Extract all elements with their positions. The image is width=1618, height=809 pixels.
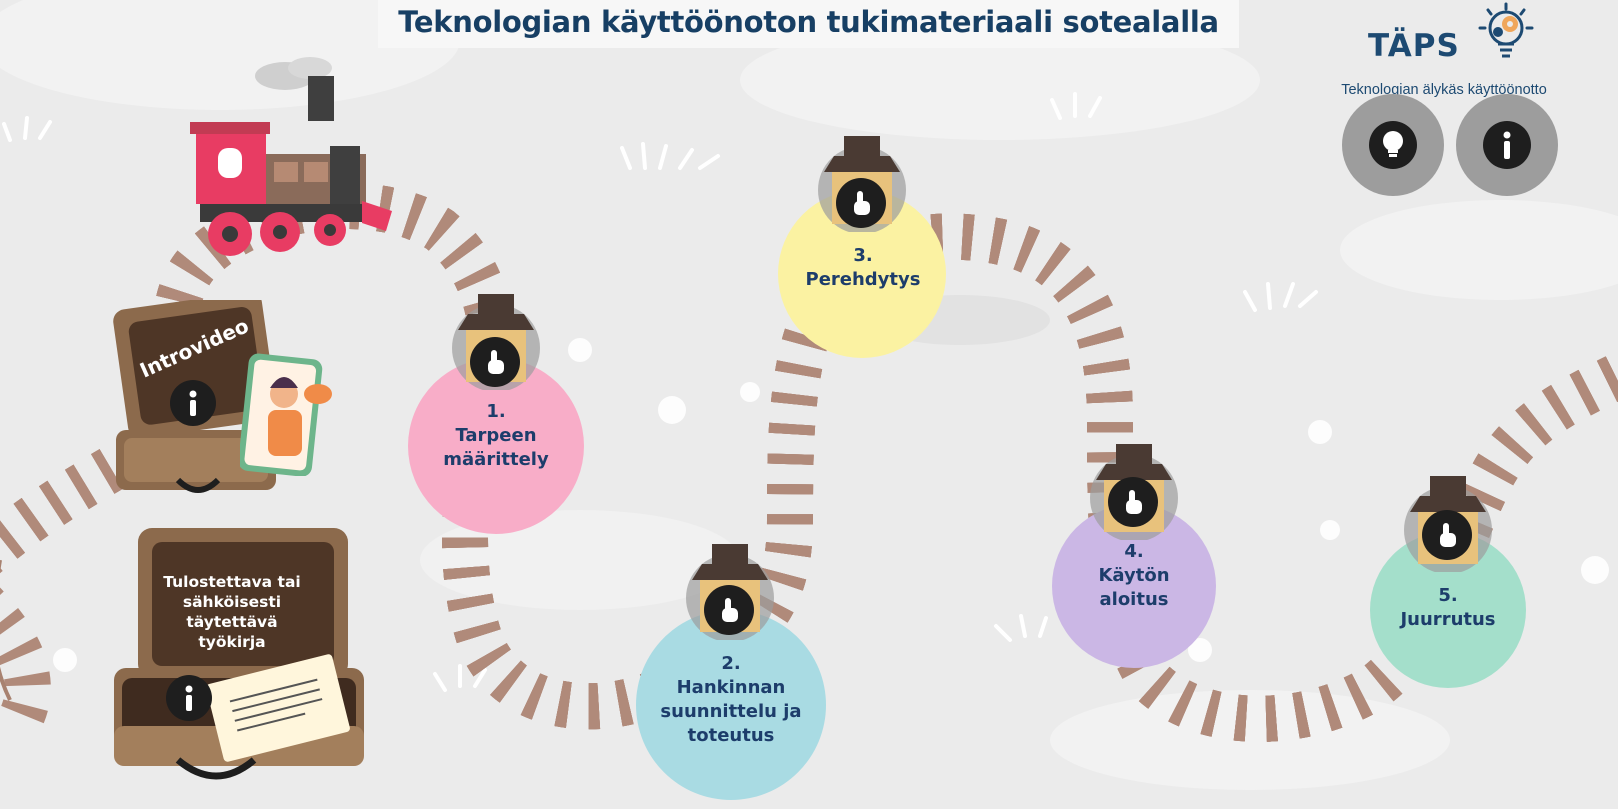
- page-title-banner: Teknologian käyttöönoton tukimateriaali …: [378, 0, 1239, 48]
- ideas-button[interactable]: [1342, 94, 1444, 196]
- stage-2-tap-button[interactable]: [704, 585, 754, 635]
- hand-pointer-icon: [722, 598, 738, 622]
- info-icon: [189, 390, 197, 416]
- info-icon: [1483, 121, 1531, 169]
- hand-pointer-icon: [854, 191, 870, 215]
- hand-pointer-icon: [488, 350, 504, 374]
- stage-4-label: 4. Käytön aloitus: [1060, 540, 1208, 612]
- introvideo-info-button[interactable]: [170, 380, 216, 426]
- stage-4-tap-button[interactable]: [1108, 477, 1158, 527]
- stage-1-line: Tarpeen: [455, 425, 537, 446]
- workbook-label-line: työkirja: [198, 633, 266, 651]
- stage-1-line: määrittely: [443, 449, 549, 470]
- hand-pointer-icon: [1440, 523, 1456, 547]
- stage-5-line: Juurrutus: [1400, 609, 1496, 630]
- info-icon: [185, 685, 193, 711]
- info-button[interactable]: [1456, 94, 1558, 196]
- workbook-label: Tulostettava tai sähköisesti täytettävä …: [140, 572, 324, 652]
- stage-4-number: 4.: [1124, 541, 1144, 562]
- lightbulb-icon: [1369, 121, 1417, 169]
- stage-5-label: 5. Juurrutus: [1374, 584, 1522, 632]
- workbook-label-line: sähköisesti täytettävä: [182, 593, 282, 631]
- stage-3-number: 3.: [853, 245, 873, 266]
- stage-1-number: 1.: [486, 401, 506, 422]
- lightbulb-gear-logo-icon: [1478, 2, 1534, 58]
- workbook-label-line: Tulostettava tai: [163, 573, 301, 591]
- page-title: Teknologian käyttöönoton tukimateriaali …: [398, 5, 1219, 39]
- stage-2-circle[interactable]: [636, 610, 826, 800]
- stage-2-line: suunnittelu ja: [660, 701, 802, 722]
- stage-4-line: Käytön: [1098, 565, 1170, 586]
- introvideo-suitcase: [113, 300, 277, 493]
- stage-5-number: 5.: [1438, 585, 1458, 606]
- hand-pointer-icon: [1126, 490, 1142, 514]
- stage-2-label: 2. Hankinnan suunnittelu ja toteutus: [640, 652, 822, 748]
- stage-3-label: 3. Perehdytys: [790, 244, 936, 292]
- stage-2-line: toteutus: [687, 725, 775, 746]
- stage-1-tap-button[interactable]: [470, 337, 520, 387]
- train-illustration: [190, 57, 392, 256]
- stage-4-line: aloitus: [1099, 589, 1169, 610]
- stage-2-line: Hankinnan: [676, 677, 786, 698]
- stage-3-tap-button[interactable]: [836, 178, 886, 228]
- stage-3-line: Perehdytys: [805, 269, 921, 290]
- stage-1-label: 1. Tarpeen määrittely: [420, 400, 572, 472]
- taps-logo-text: TÄPS: [1368, 28, 1460, 64]
- video-phone-illustration: [240, 353, 332, 476]
- workbook-suitcase: [114, 528, 364, 780]
- stage-5-tap-button[interactable]: [1422, 510, 1472, 560]
- logo-tagline: Teknologian älykäs käyttöönotto: [1341, 82, 1547, 98]
- stage-2-number: 2.: [721, 653, 741, 674]
- workbook-info-button[interactable]: [166, 675, 212, 721]
